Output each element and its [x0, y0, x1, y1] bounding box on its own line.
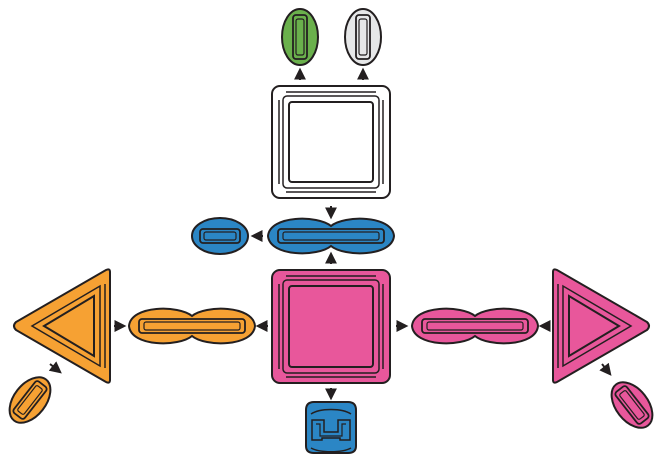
orange-clip [8, 376, 52, 424]
green-clip [281, 8, 319, 66]
arrow-to-orange-clip [48, 361, 62, 374]
orange-triangle [13, 268, 111, 384]
blue-joint [305, 401, 357, 454]
pink-connector [410, 307, 540, 345]
orange-connector [127, 307, 257, 345]
green-clip-body [281, 8, 319, 66]
gray-clip-body [344, 8, 382, 66]
pink-square [271, 269, 391, 384]
white-square [271, 85, 391, 199]
blue-connector [266, 217, 396, 255]
gray-clip [344, 8, 382, 66]
blue-clip [191, 217, 249, 255]
pink-clip [610, 381, 654, 429]
arrow-to-pink-clip [599, 362, 612, 376]
pink-triangle [552, 268, 650, 384]
